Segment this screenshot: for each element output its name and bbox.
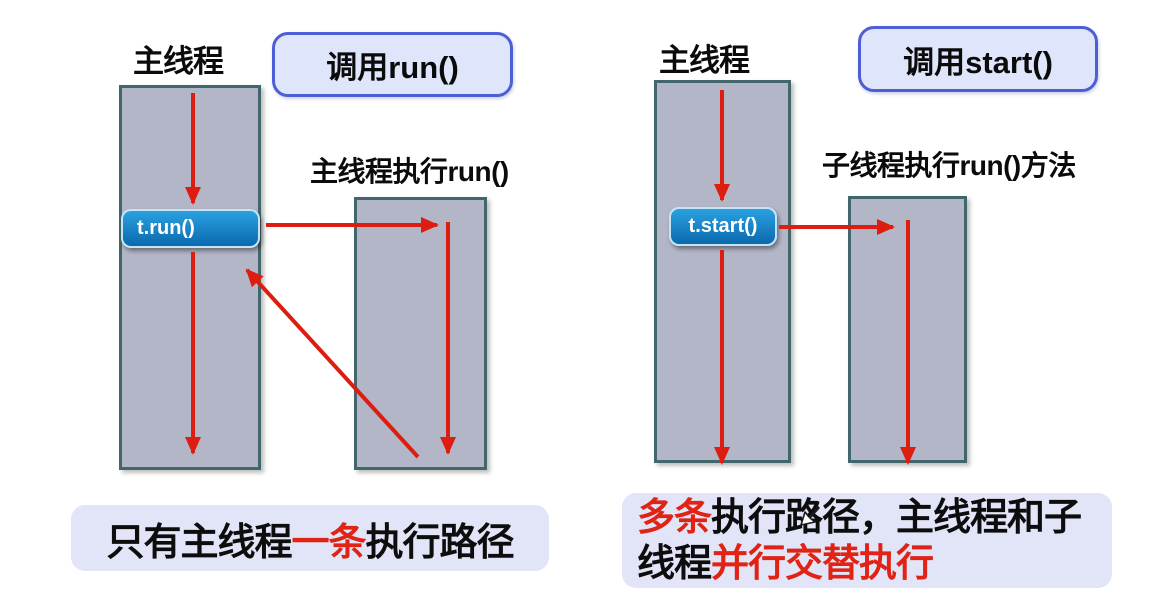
left-main-thread-label: 主线程 [133, 44, 224, 79]
t-start-pill: t.start() [669, 207, 777, 246]
pen-cursor-icon [800, 506, 820, 526]
right-caption-box: 多条执行路径，主线程和子 线程并行交替执行 [622, 493, 1112, 588]
t-start-pill-text: t.start() [688, 215, 758, 237]
right-child-thread-lane [848, 196, 967, 463]
left-call-run-badge-text: 调用run() [326, 50, 459, 85]
left-run-body-lane [354, 197, 487, 470]
left-call-run-badge: 调用run() [272, 32, 513, 97]
right-call-start-badge-text: 调用start() [903, 44, 1053, 80]
left-caption-highlight: 一条 [291, 521, 366, 564]
t-run-pill: t.run() [121, 209, 260, 248]
left-caption-suffix: 执行路径 [365, 521, 515, 564]
right-caption-line2-highlight: 并行交替执行 [711, 543, 934, 585]
t-run-pill-text: t.run() [137, 217, 195, 239]
right-exec-run-label: 子线程执行run()方法 [822, 150, 1076, 181]
right-call-start-badge: 调用start() [858, 26, 1098, 92]
left-exec-run-label: 主线程执行run() [310, 156, 509, 187]
right-main-thread-label: 主线程 [659, 43, 750, 78]
left-main-thread-lane [119, 85, 261, 470]
right-caption-line1-highlight: 多条 [637, 497, 712, 539]
right-caption-line2-prefix: 线程 [637, 543, 712, 585]
right-main-thread-lane [654, 80, 791, 463]
right-caption-line1-rest: 执行路径，主线程和子 [711, 497, 1082, 539]
left-caption-prefix: 只有主线程 [106, 521, 292, 564]
left-caption-box: 只有主线程一条执行路径 [71, 505, 549, 571]
